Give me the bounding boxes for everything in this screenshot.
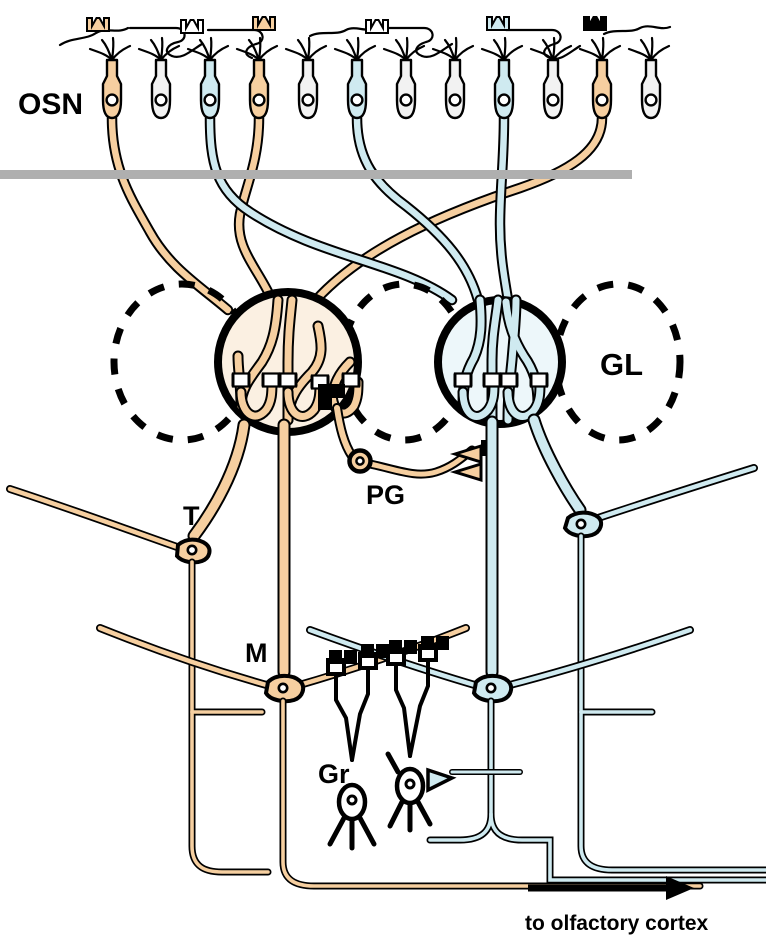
mucus-surface-squiggles (58, 25, 672, 60)
granule-soma (327, 782, 377, 851)
granule-cell-layer (326, 636, 523, 851)
osn-axon-bundle (106, 112, 608, 316)
glomerular-synapses-right (453, 372, 549, 388)
output-arrow (528, 876, 694, 900)
periglomerular-cell (332, 403, 494, 483)
granule-soma (385, 751, 433, 833)
label-pg: PG (366, 480, 405, 510)
centrifugal-input-terminal (426, 767, 523, 793)
label-osn: OSN (18, 88, 83, 121)
pg-synapse-left (318, 384, 345, 410)
label-granule: Gr (318, 759, 350, 789)
label-output-pathway: to olfactory cortex (525, 912, 709, 935)
label-tufted: T (183, 501, 200, 531)
glomerular-tuft-left (232, 294, 364, 426)
arrow-head-icon (666, 876, 694, 900)
label-gl: GL (600, 347, 643, 382)
mitral-cell-right (306, 415, 766, 884)
glomerular-tuft-right (457, 294, 546, 426)
cribriform-plate (0, 170, 632, 179)
label-mitral: M (245, 638, 268, 668)
tufted-cell-right (527, 413, 766, 874)
tufted-cell-left (6, 418, 272, 876)
